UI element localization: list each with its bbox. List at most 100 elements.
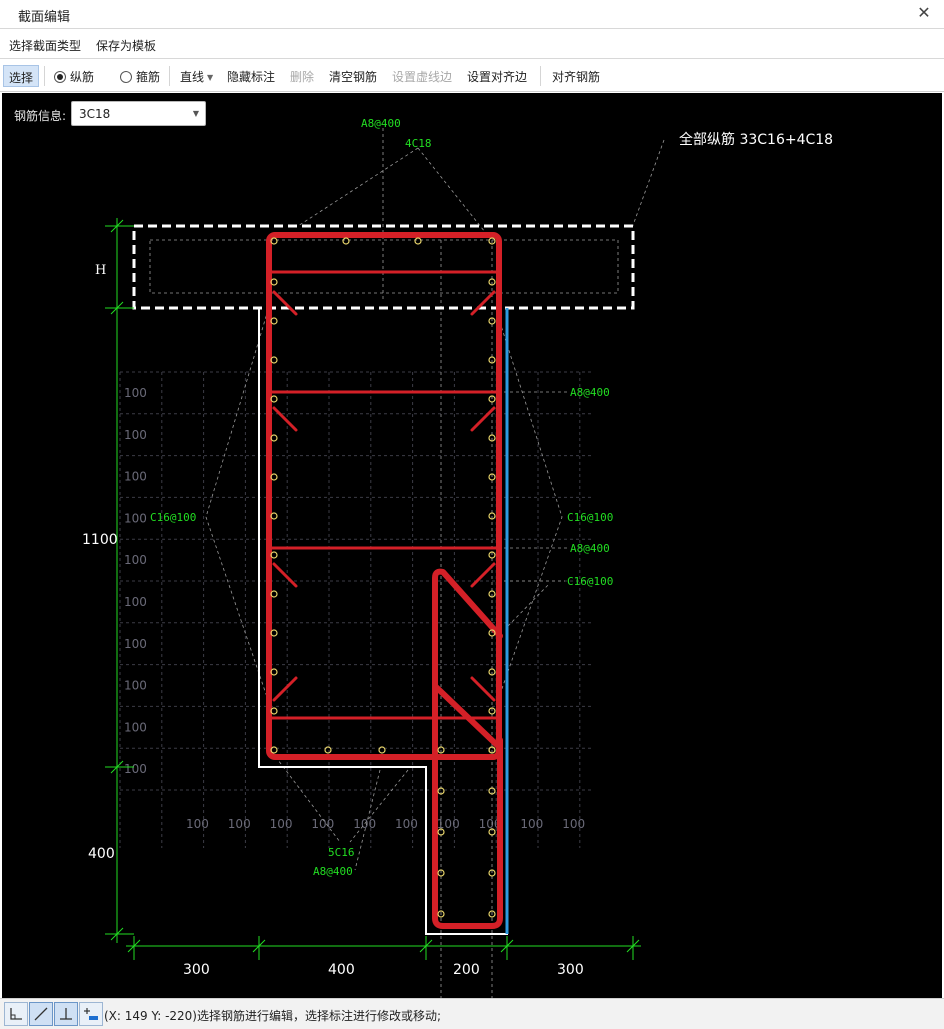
grid — [119, 371, 594, 848]
bottom-rebar-label[interactable]: 5C16 — [328, 846, 355, 859]
rebar-point[interactable] — [488, 473, 496, 481]
dimension-lines — [105, 218, 641, 960]
line-icon[interactable] — [29, 1002, 53, 1026]
rebar-point[interactable] — [342, 237, 350, 245]
rebar-point[interactable] — [270, 590, 278, 598]
select-button[interactable]: 选择 — [3, 65, 40, 87]
toolbar-divider — [44, 66, 45, 86]
grid-value-label: 100 — [124, 679, 147, 693]
rebar-point[interactable] — [270, 512, 278, 520]
top-stirrup-label[interactable]: A8@400 — [361, 117, 401, 130]
perpendicular-icon[interactable] — [54, 1002, 78, 1026]
grid-value-label: 100 — [124, 553, 147, 567]
grid-value-label: 100 — [437, 817, 460, 831]
rebar-point[interactable] — [270, 356, 278, 364]
rebar-point[interactable] — [324, 746, 332, 754]
grid-value-label: 100 — [124, 511, 147, 525]
dim-bottom-3[interactable]: 200 — [453, 962, 480, 978]
rebar-point[interactable] — [488, 746, 496, 754]
dim-400-label[interactable]: 400 — [88, 846, 115, 862]
rebar-point[interactable] — [488, 317, 496, 325]
rebar-point[interactable] — [270, 434, 278, 442]
rebar-point[interactable] — [270, 317, 278, 325]
rebar-info-select[interactable]: 3C18 ▼ — [71, 101, 206, 126]
rebar-point[interactable] — [488, 910, 496, 918]
hide-labels-button[interactable]: 隐藏标注 — [227, 70, 276, 84]
set-align-edge-button[interactable]: 设置对齐边 — [467, 70, 528, 84]
radio-long-rebar[interactable]: 纵筋 — [54, 68, 94, 85]
menu-save-template[interactable]: 保存为模板 — [96, 39, 157, 53]
rebar-point[interactable] — [270, 668, 278, 676]
rebar-point[interactable] — [270, 746, 278, 754]
dim-1100-label[interactable]: 1100 — [82, 532, 118, 548]
rebar-point[interactable] — [488, 707, 496, 715]
grid-value-label: 100 — [479, 817, 502, 831]
rebar-point[interactable] — [488, 395, 496, 403]
rebar-points[interactable] — [270, 237, 496, 918]
rebar-point[interactable] — [270, 278, 278, 286]
line-dropdown[interactable]: 直线▼ — [180, 70, 214, 84]
set-virtual-edge-button[interactable]: 设置虚线边 — [392, 70, 453, 84]
dim-h-label[interactable]: H — [95, 263, 106, 278]
rebar-point[interactable] — [270, 473, 278, 481]
right-label-3[interactable]: A8@400 — [570, 542, 610, 555]
grid-value-label: 100 — [124, 428, 147, 442]
add-dim-icon[interactable] — [79, 1002, 103, 1026]
total-rebar-label[interactable]: 全部纵筋 33C16+4C18 — [679, 131, 833, 148]
close-icon[interactable]: ✕ — [917, 3, 931, 22]
grid-value-label: 100 — [311, 817, 334, 831]
rebar-point[interactable] — [488, 356, 496, 364]
rebar-point[interactable] — [378, 746, 386, 754]
rebar-point[interactable] — [488, 278, 496, 286]
window-title: 截面编辑 — [18, 10, 71, 25]
bottom-stirrup-label[interactable]: A8@400 — [313, 865, 353, 878]
radio-unchecked-icon — [120, 71, 132, 83]
leader-lines — [149, 128, 665, 998]
dim-bottom-2[interactable]: 400 — [328, 962, 355, 978]
rebar-point[interactable] — [488, 512, 496, 520]
grid-value-label: 100 — [124, 470, 147, 484]
rebar-point[interactable] — [437, 869, 445, 877]
rebar-point[interactable] — [488, 668, 496, 676]
rebar-point[interactable] — [270, 707, 278, 715]
ortho-icon[interactable] — [4, 1002, 28, 1026]
rebar-stirrups[interactable] — [266, 232, 503, 929]
right-label-1[interactable]: A8@400 — [570, 386, 610, 399]
radio-checked-icon — [54, 71, 66, 83]
rebar-point[interactable] — [488, 237, 496, 245]
top-rebar-label[interactable]: 4C18 — [405, 137, 432, 150]
rebar-point[interactable] — [488, 590, 496, 598]
menu-select-section-type[interactable]: 选择截面类型 — [9, 39, 82, 53]
rebar-point[interactable] — [270, 629, 278, 637]
radio-stirrup[interactable]: 箍筋 — [120, 68, 160, 85]
right-label-2[interactable]: C16@100 — [567, 511, 613, 524]
delete-button[interactable]: 删除 — [290, 70, 315, 84]
rebar-point[interactable] — [270, 551, 278, 559]
rebar-point[interactable] — [437, 746, 445, 754]
align-rebar-button[interactable]: 对齐钢筋 — [552, 70, 601, 84]
dim-bottom-1[interactable]: 300 — [183, 962, 210, 978]
rebar-point[interactable] — [488, 629, 496, 637]
rebar-point[interactable] — [488, 869, 496, 877]
rebar-point[interactable] — [270, 395, 278, 403]
rebar-point[interactable] — [488, 434, 496, 442]
left-rebar-label[interactable]: C16@100 — [150, 511, 196, 524]
grid-value-label: 100 — [228, 817, 251, 831]
clear-rebar-button[interactable]: 清空钢筋 — [329, 70, 378, 84]
rebar-point[interactable] — [437, 787, 445, 795]
rebar-point[interactable] — [488, 828, 496, 836]
rebar-point[interactable] — [488, 551, 496, 559]
right-label-4[interactable]: C16@100 — [567, 575, 613, 588]
rebar-point[interactable] — [414, 237, 422, 245]
grid-value-label: 100 — [124, 637, 147, 651]
rebar-point[interactable] — [437, 910, 445, 918]
rebar-point[interactable] — [488, 787, 496, 795]
dim-bottom-4[interactable]: 300 — [557, 962, 584, 978]
rebar-point[interactable] — [437, 828, 445, 836]
section-outline — [132, 224, 635, 935]
rebar-point[interactable] — [270, 237, 278, 245]
grid-value-label: 100 — [124, 762, 147, 776]
